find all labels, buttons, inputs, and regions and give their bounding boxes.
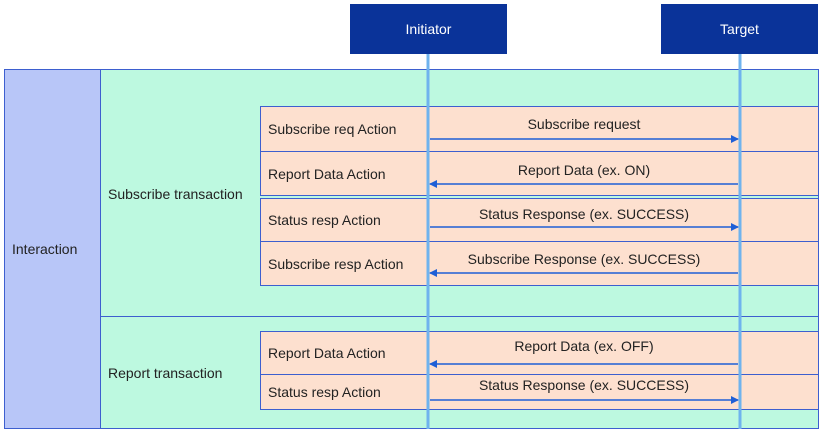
action-name: Subscribe req Action bbox=[268, 121, 397, 137]
interaction-box: Interaction bbox=[4, 69, 101, 429]
message-label: Status Response (ex. SUCCESS) bbox=[478, 377, 690, 393]
message-label: Subscribe request bbox=[527, 116, 641, 132]
interaction-label: Interaction bbox=[12, 241, 78, 257]
action-name: Report Data Action bbox=[268, 165, 386, 182]
report-transaction-label: Report transaction bbox=[108, 365, 223, 381]
message-label: Subscribe Response (ex. SUCCESS) bbox=[467, 251, 701, 267]
action-box: Subscribe resp Action bbox=[260, 241, 819, 286]
action-name: Subscribe resp Action bbox=[268, 255, 404, 272]
action-name: Report Data Action bbox=[268, 345, 386, 361]
initiator-header: Initiator bbox=[350, 4, 507, 54]
action-box: Status resp Action bbox=[260, 374, 819, 410]
subscribe-transaction-label: Subscribe transaction bbox=[108, 186, 243, 202]
action-name: Status resp Action bbox=[268, 384, 381, 400]
action-box: Subscribe req Action bbox=[260, 106, 819, 152]
action-box: Report Data Action bbox=[260, 151, 819, 196]
action-box: Report Data Action bbox=[260, 331, 819, 375]
message-label: Status Response (ex. SUCCESS) bbox=[478, 206, 690, 222]
target-header: Target bbox=[661, 4, 818, 54]
action-box: Status resp Action bbox=[260, 198, 819, 242]
message-label: Report Data (ex. ON) bbox=[517, 162, 651, 178]
action-name: Status resp Action bbox=[268, 212, 381, 228]
message-label: Report Data (ex. OFF) bbox=[514, 338, 654, 354]
